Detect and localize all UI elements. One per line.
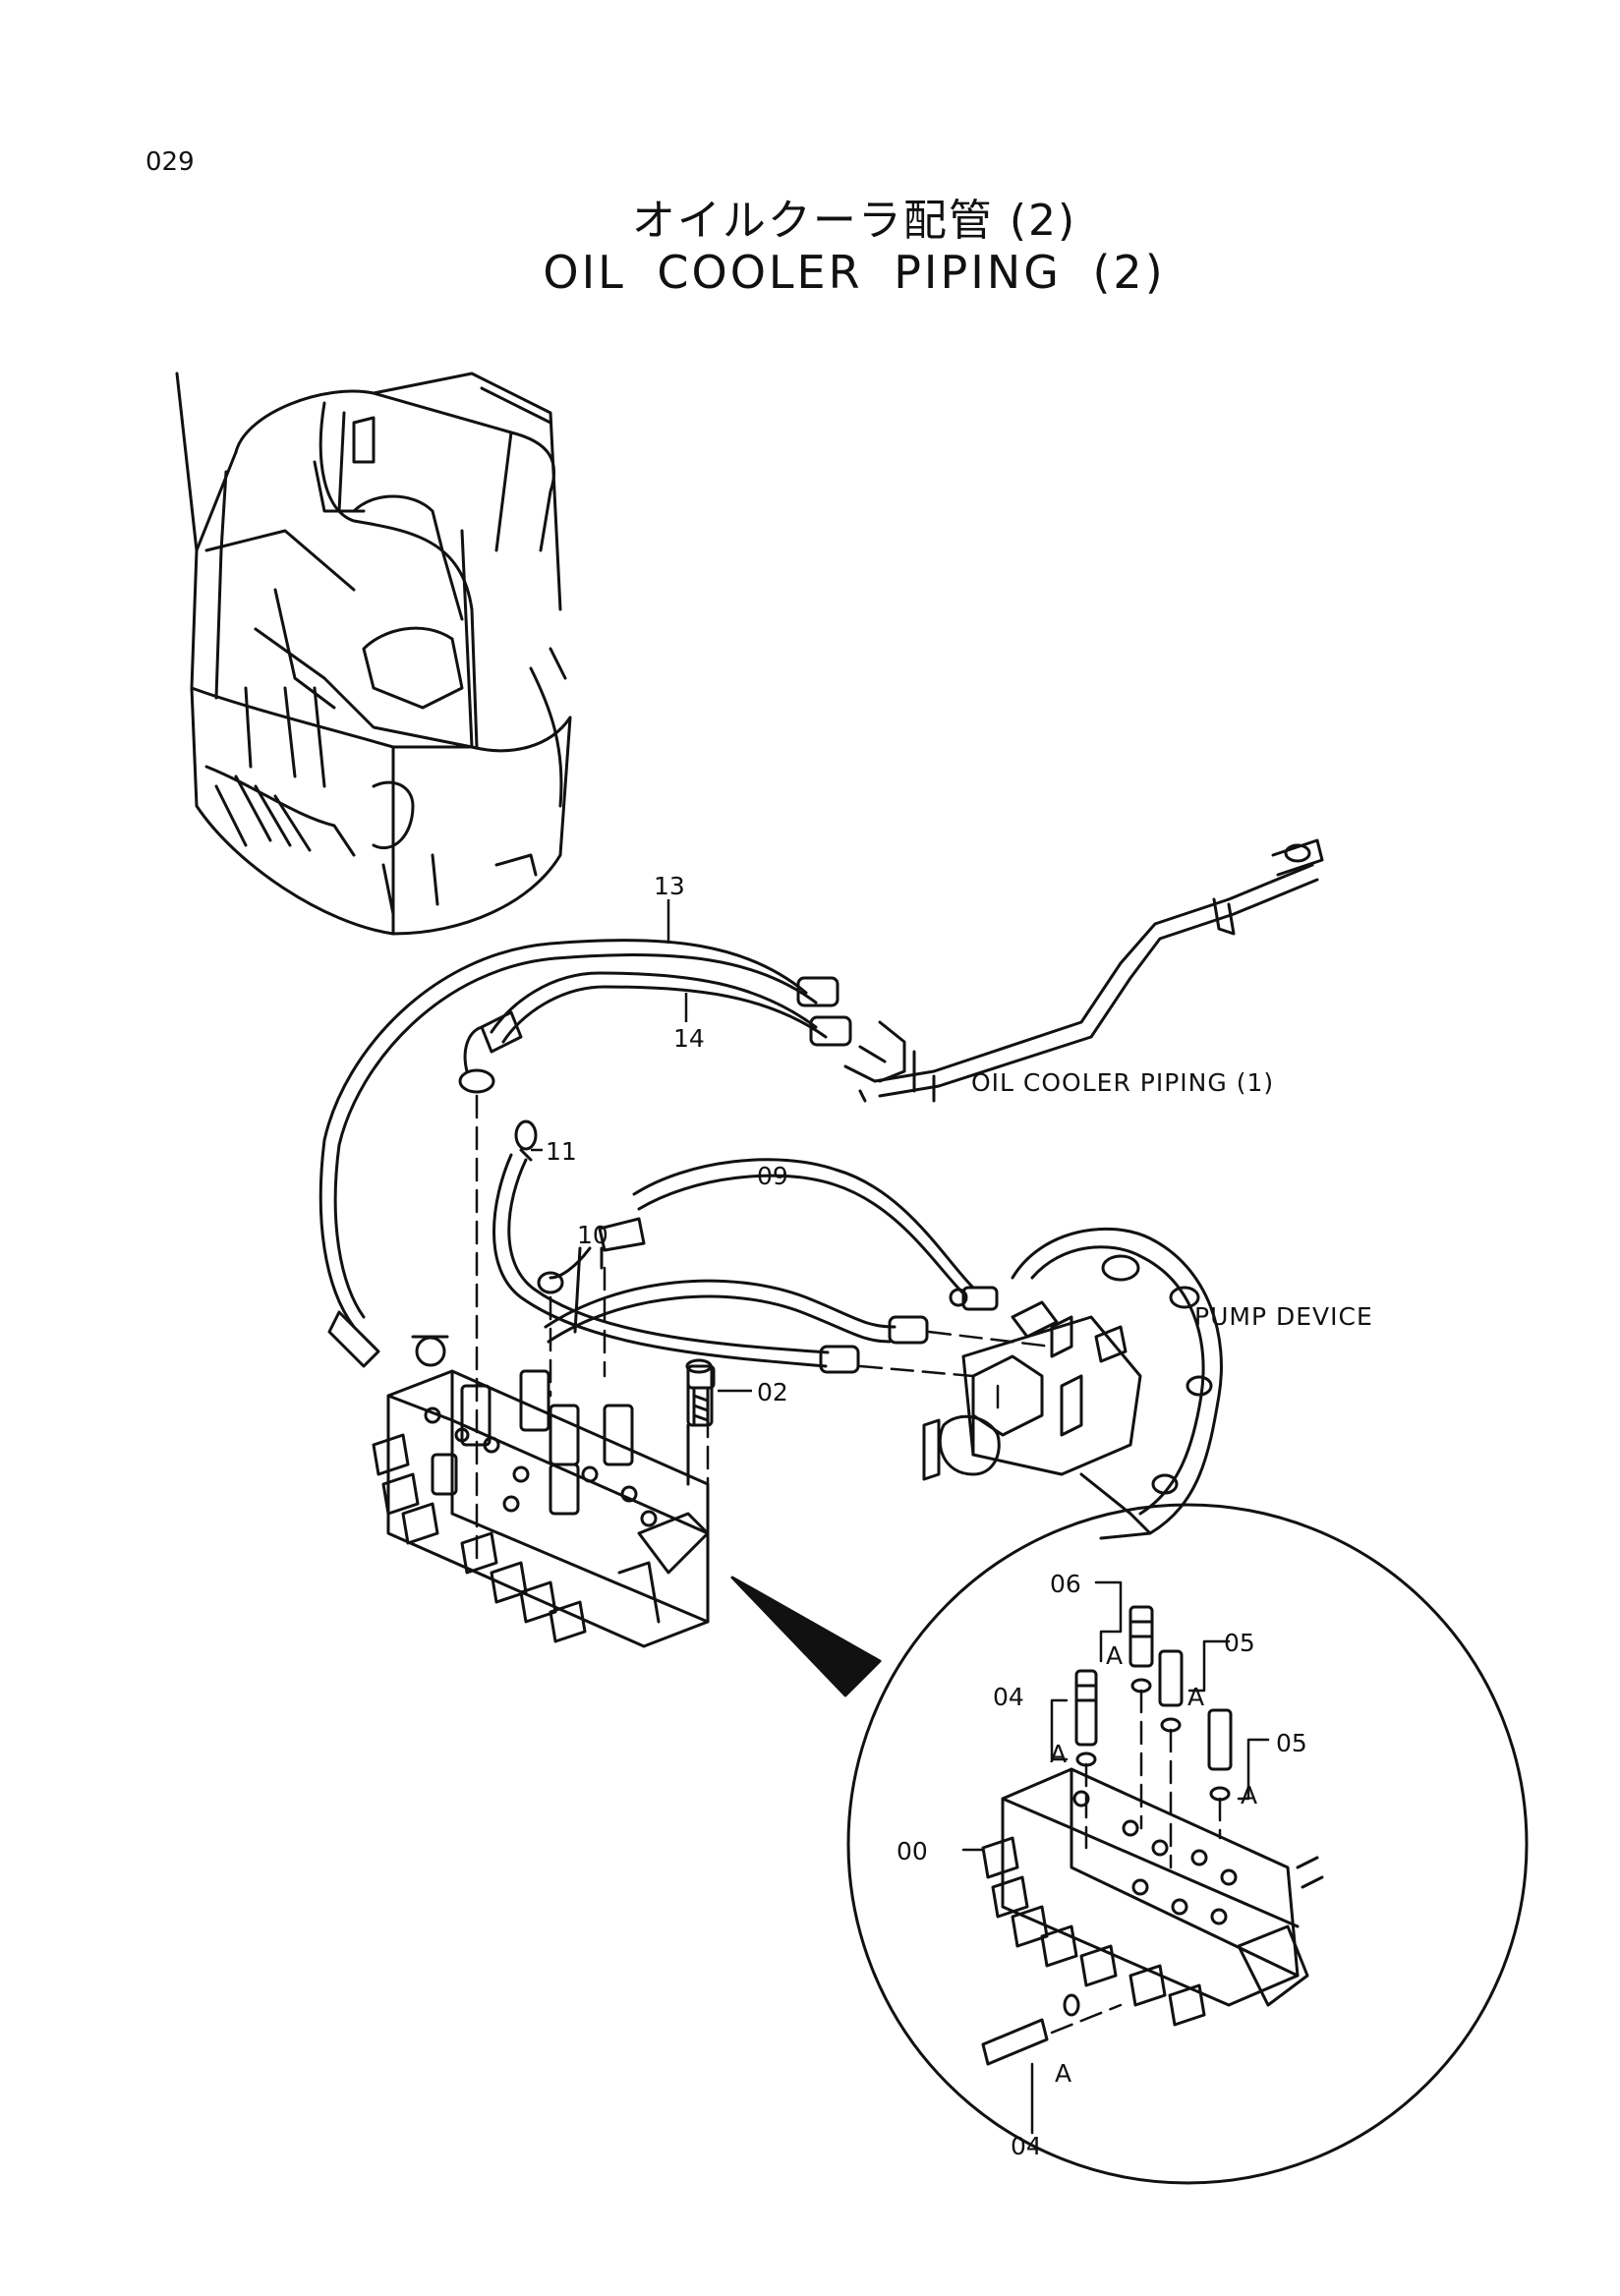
detail-valve-illustration <box>981 1767 1324 2027</box>
detail-label-00: 00 <box>897 1837 928 1866</box>
detail-label-04-lower: 04 <box>1011 2132 1042 2160</box>
pump-device-illustration <box>922 1227 1223 1540</box>
label-10: 10 <box>577 1221 608 1249</box>
label-11: 11 <box>546 1137 577 1166</box>
page-number: 029 <box>145 147 195 177</box>
label-pump-device: PUMP DEVICE <box>1194 1302 1373 1331</box>
detail-labels: 06 05 04 05 00 04 A A A A A <box>897 1570 1307 2160</box>
label-14: 14 <box>673 1024 705 1053</box>
detail-label-a-5: A <box>1055 2059 1071 2088</box>
detail-label-a-4: A <box>1241 1781 1257 1809</box>
detail-label-a-1: A <box>1106 1641 1123 1670</box>
detail-leader-lines <box>1050 1689 1222 2035</box>
oil-cooler-piping-1-illustration <box>843 838 1324 1103</box>
part-labels: 13 14 11 10 09 02 OIL COOLER PIPING (1) … <box>531 872 1373 1406</box>
detail-label-05-upper: 05 <box>1224 1629 1255 1657</box>
detail-label-04-upper: 04 <box>993 1683 1024 1711</box>
detail-callout-arrow <box>730 1576 882 1697</box>
page-title-english: OIL COOLER PIPING (2) <box>543 246 1166 299</box>
detail-circle <box>846 1503 1529 2185</box>
label-13: 13 <box>654 872 685 900</box>
hose-13-and-14 <box>318 939 852 1368</box>
excavator-cab-illustration <box>175 372 572 936</box>
label-oil-cooler-piping-1: OIL COOLER PIPING (1) <box>971 1068 1274 1097</box>
control-valve-illustration <box>372 1358 714 1648</box>
detail-label-05-lower: 05 <box>1276 1729 1307 1757</box>
label-02: 02 <box>757 1378 788 1406</box>
detail-brackets <box>961 1580 1270 2135</box>
bolt-02-illustration <box>686 1364 716 1427</box>
page-title-japanese: オイルクーラ配管 (2) <box>631 196 1077 246</box>
detail-label-06: 06 <box>1050 1570 1081 1598</box>
detail-fittings <box>981 1605 1233 2066</box>
detail-label-a-3: A <box>1050 1740 1067 1768</box>
hose-09-10-11 <box>492 1119 975 1374</box>
label-09: 09 <box>757 1162 788 1190</box>
detail-label-a-2: A <box>1187 1683 1204 1711</box>
